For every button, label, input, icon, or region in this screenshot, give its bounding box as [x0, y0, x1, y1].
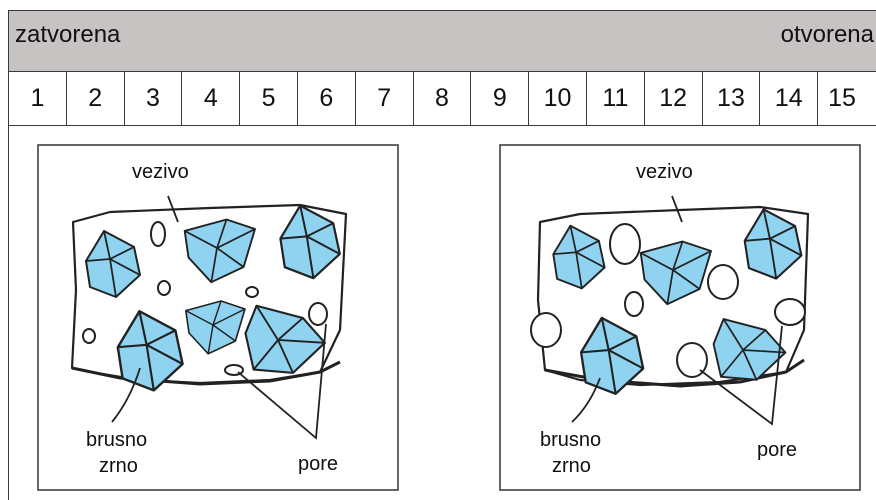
grain-label: brusno	[540, 429, 601, 451]
pore	[625, 292, 643, 316]
binder-label: vezivo	[636, 161, 693, 183]
pore	[83, 329, 95, 343]
closed-structure-panel: vezivo brusno zrno pore	[38, 145, 398, 490]
pore-label: pore	[757, 439, 797, 461]
grain-label: zrno	[99, 455, 138, 477]
pore	[158, 281, 170, 295]
pore	[708, 265, 738, 299]
grain-label: brusno	[86, 429, 147, 451]
pore	[610, 224, 640, 264]
pore	[151, 222, 165, 246]
pore	[309, 303, 327, 325]
binder-label: vezivo	[132, 161, 189, 183]
pore	[531, 313, 561, 347]
pore	[246, 287, 258, 297]
open-structure-panel: vezivo brusno zrno pore	[500, 145, 860, 490]
grain-label: zrno	[552, 455, 591, 477]
pore	[775, 299, 805, 325]
pore-label: pore	[298, 453, 338, 475]
